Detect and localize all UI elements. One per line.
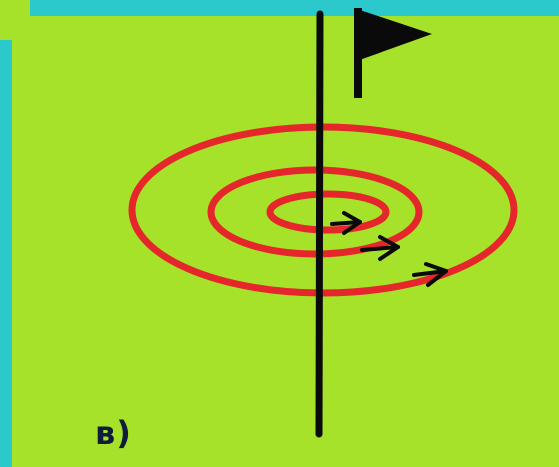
flag-icon: [354, 8, 432, 98]
frame-top-bar: [30, 0, 559, 16]
frame-left-bar: [0, 40, 12, 467]
field-line-inner: [266, 190, 390, 234]
figure-caption: в): [95, 414, 132, 452]
current-wire: [315, 10, 324, 438]
arrow-right-icon: [360, 235, 400, 261]
field-line-middle: [207, 166, 423, 258]
arrow-right-icon: [412, 262, 448, 287]
arrow-right-icon: [330, 211, 362, 235]
